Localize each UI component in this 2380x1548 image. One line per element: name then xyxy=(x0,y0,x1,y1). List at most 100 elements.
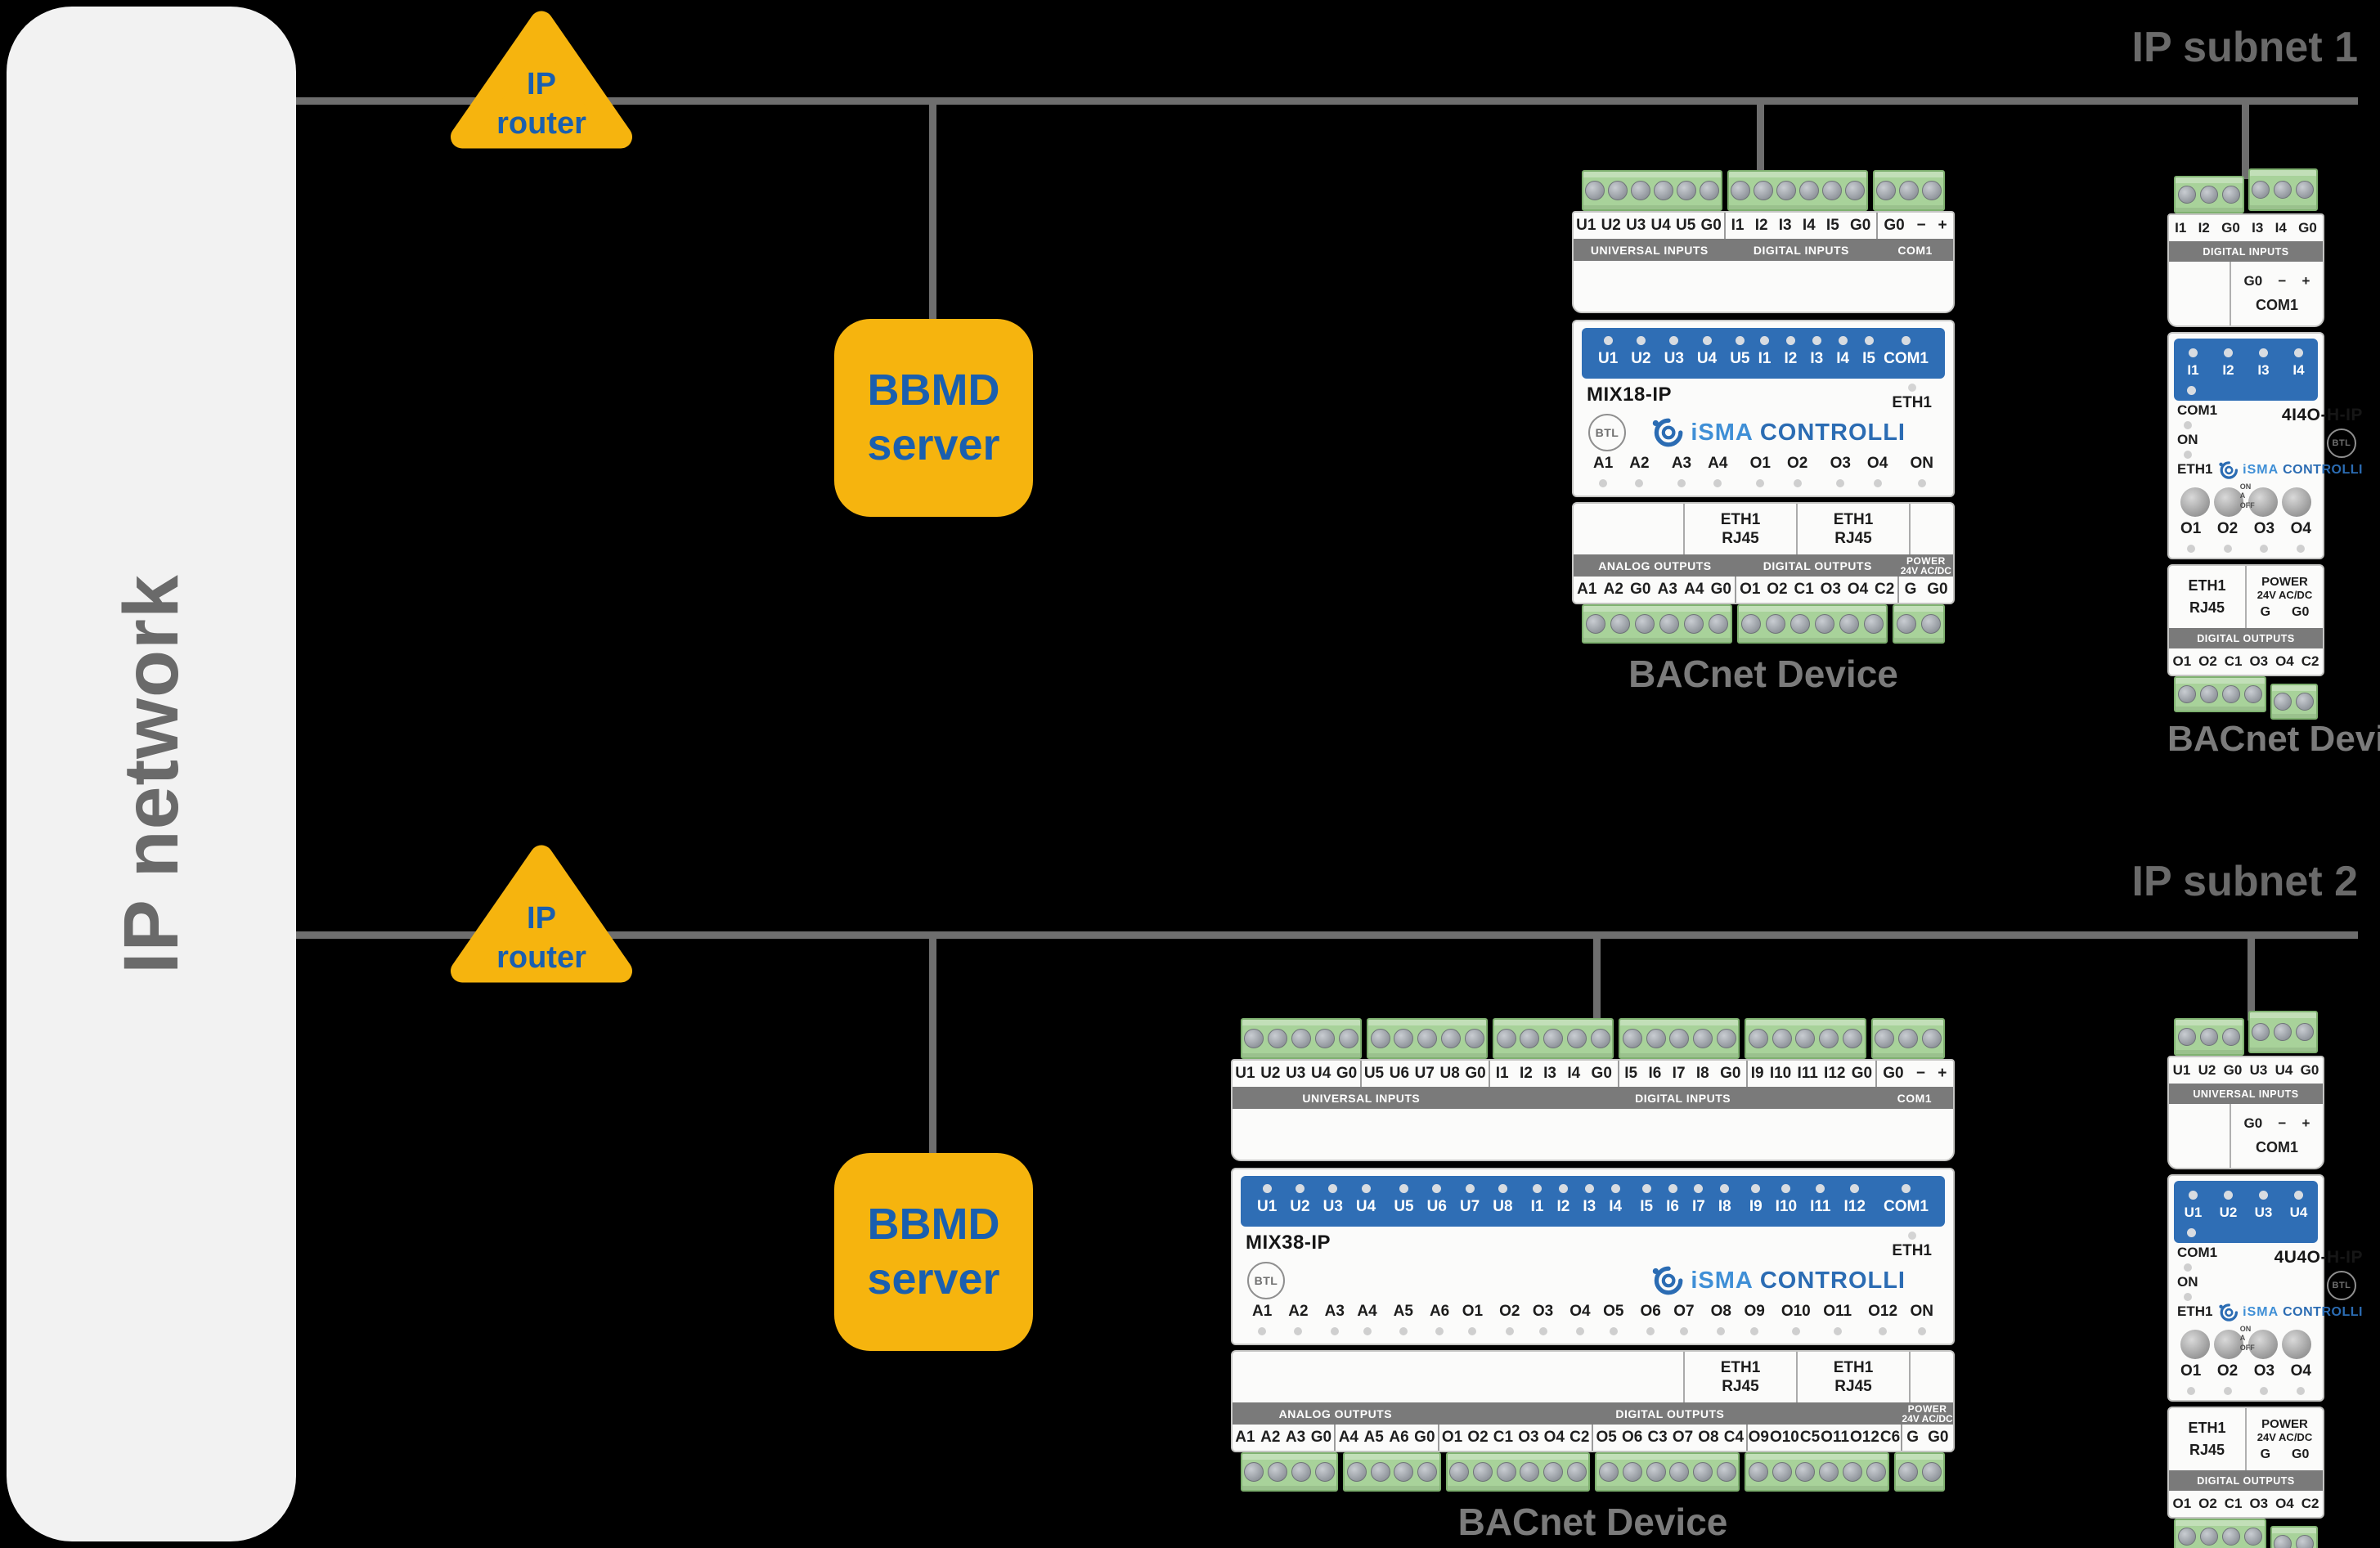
terminal-screw xyxy=(1464,1029,1484,1048)
power-voltage-label: 24V AC/DC xyxy=(2257,588,2313,601)
isma-icon xyxy=(1653,1266,1683,1295)
led-indicator xyxy=(1838,335,1848,345)
led-label: ON xyxy=(1910,455,1934,472)
bbmd-server-1: BBMD server xyxy=(834,319,1033,517)
section-title: POWER xyxy=(1906,554,1946,567)
eth-port-label: RJ45 xyxy=(2189,1442,2225,1458)
led-label: A4 xyxy=(1357,1303,1377,1320)
pin-label: + xyxy=(2301,1115,2310,1131)
section-label: COM1 xyxy=(1877,239,1953,261)
pin-label: O3 xyxy=(2249,653,2269,669)
led-cell: I3 xyxy=(2257,348,2270,379)
led-label: O12 xyxy=(1868,1303,1898,1320)
led-label: I2 xyxy=(1556,1197,1570,1215)
led-indicator xyxy=(1399,1183,1408,1193)
isma-bold-text: CONTROLLI xyxy=(1759,419,1906,446)
led-cell: U4 xyxy=(2290,1190,2307,1221)
connector-bbmd1-line xyxy=(929,101,936,319)
led-label: O3 xyxy=(1532,1303,1554,1320)
led-cell: I2 xyxy=(1556,1183,1570,1216)
pin-label: A4 xyxy=(1684,581,1704,598)
pin-label: O1 xyxy=(1441,1429,1463,1446)
terminal-screw xyxy=(2274,181,2292,199)
router-triangle-shape xyxy=(451,845,632,983)
led-label: U3 xyxy=(1322,1197,1343,1215)
led-label: O1 xyxy=(2180,520,2202,537)
pin-label: G0 xyxy=(1928,1429,1949,1446)
led-indicator xyxy=(2224,348,2233,357)
pin-label: O4 xyxy=(2275,653,2294,669)
com1-label: COM1 xyxy=(2255,1139,2298,1155)
section-title: UNIVERSAL INPUTS xyxy=(1590,243,1709,257)
terminal-screw xyxy=(2296,693,2315,711)
led-indicator xyxy=(1330,1327,1339,1335)
terminal-screw xyxy=(2199,1028,2218,1046)
led-indicator xyxy=(1836,479,1845,487)
terminal-screw xyxy=(2244,685,2263,703)
btl-badge: BTL xyxy=(1247,1262,1285,1299)
terminal-strip xyxy=(2167,168,2324,213)
led-indicator xyxy=(1361,1183,1371,1193)
isma-bold-text: CONTROLLI xyxy=(1759,1267,1906,1294)
terminal-screw xyxy=(2252,1023,2270,1041)
pin-label: G0 xyxy=(1720,1065,1741,1082)
led-cell: I8 xyxy=(1718,1183,1731,1216)
bacnet-device-caption: BACnet Device xyxy=(1457,1501,1728,1543)
terminal-block xyxy=(1582,604,1732,644)
eth1-label: ETH1 xyxy=(2177,1303,2213,1319)
led-cell: I4 xyxy=(1836,335,1849,368)
terminal-screw xyxy=(1693,1462,1713,1482)
terminal-screw xyxy=(1684,614,1704,634)
section-title: ANALOG OUTPUTS xyxy=(1598,559,1712,572)
pin-group: G0−+ xyxy=(2236,1115,2318,1132)
terminal-screw xyxy=(1731,181,1750,200)
section-label: DIGITAL INPUTS xyxy=(1490,1087,1876,1109)
pin-label: U3 xyxy=(2249,1062,2268,1078)
led-cell: O3 xyxy=(1830,455,1851,487)
pin-label: G0 xyxy=(1310,1429,1332,1446)
section-subtitle: 24V AC/DC xyxy=(1900,564,1951,577)
terminal-screw xyxy=(1843,1462,1863,1482)
led-indicator xyxy=(1879,1327,1888,1335)
led-indicator xyxy=(2294,348,2303,357)
terminal-screw xyxy=(1819,1029,1839,1048)
led-cell: ON xyxy=(1910,455,1934,487)
terminal-screw xyxy=(1897,614,1916,634)
section-label: DIGITAL OUTPUTS xyxy=(2169,628,2323,648)
bbmd-label-line2: server xyxy=(867,1254,1000,1303)
pin-label: O2 xyxy=(2198,653,2217,669)
bbmd-server-2: BBMD server xyxy=(834,1153,1033,1351)
terminal-screw xyxy=(2199,1528,2218,1546)
pin-label: U3 xyxy=(1626,217,1646,234)
terminal-screw xyxy=(1693,1029,1713,1048)
terminal-screw xyxy=(2177,1028,2196,1046)
btl-badge: BTL xyxy=(2326,429,2356,458)
pin-group: G0−+ xyxy=(2236,273,2318,289)
on-led xyxy=(2184,1293,2192,1301)
router-label: IP router xyxy=(447,8,635,151)
pin-label: G0 xyxy=(1336,1065,1358,1082)
section-band: UNIVERSAL INPUTS xyxy=(2169,1084,2323,1104)
terminal-screw xyxy=(1843,1029,1863,1048)
led-indicator xyxy=(2259,348,2268,357)
led-indicator xyxy=(1677,479,1686,487)
led-label: A3 xyxy=(1671,455,1692,472)
led-cell: I4 xyxy=(2292,348,2305,379)
terminal-screw xyxy=(1864,614,1884,634)
pin-label: G0 xyxy=(1630,581,1651,598)
pin-label: U1 xyxy=(1576,217,1596,234)
section-title: ANALOG OUTPUTS xyxy=(1278,1407,1393,1420)
led-cell: I2 xyxy=(2222,348,2234,379)
led-cell: U5 xyxy=(1394,1183,1414,1216)
led-indicator xyxy=(2260,545,2269,553)
pin-label: O10 xyxy=(1769,1429,1799,1446)
